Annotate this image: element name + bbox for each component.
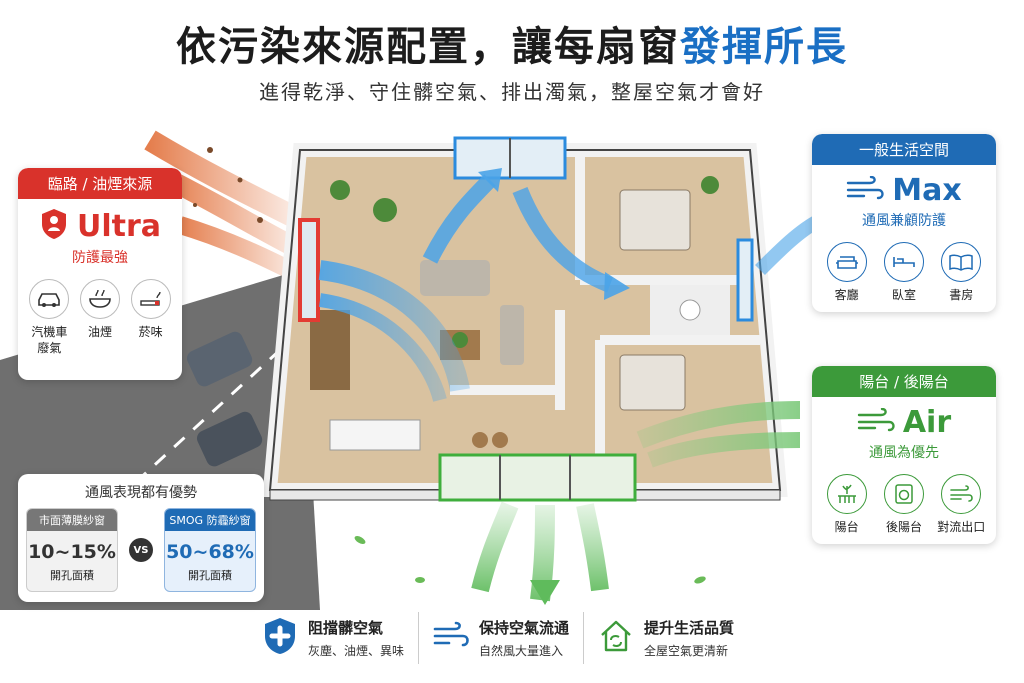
ultra-item-label: 汽機車 廢氣 [31,325,68,355]
comparison-standard-value: 10~15% [28,541,116,563]
ultra-card-heading: 臨路 / 油煙來源 [18,168,182,199]
air-window [438,453,637,502]
ultra-card: 臨路 / 油煙來源 Ultra 防護最強 汽機車 廢氣 油煙 菸味 [18,168,182,380]
vs-badge: VS [129,538,153,562]
comparison-standard: 市面薄膜紗窗 10~15% 開孔面積 [26,508,118,592]
pollution-wind [144,130,305,230]
ultra-item-car: 汽機車 廢氣 [24,279,75,356]
max-item-bedroom: 臥室 [876,242,932,304]
sofa-icon [826,242,867,282]
title-accent: 發揮所長 [680,24,848,70]
max-description: 通風兼顧防護 [862,213,946,229]
ultra-item-smoke: 菸味 [125,279,176,356]
air-card-heading: 陽台 / 後陽台 [812,366,996,397]
balcony-plant-icon [826,474,867,514]
wind-icon [857,407,895,438]
book-icon [941,242,982,282]
clean-air-flow [318,260,470,392]
air-description: 通風為優先 [869,445,939,461]
bed-main [619,189,691,251]
page-subtitle: 進得乾淨、守住髒空氣、排出濁氣，整屋空氣才會好 [259,80,765,104]
air-item-outlet: 對流出口 [933,474,989,536]
max-window-right [736,238,754,322]
air-item-label: 陽台 [834,520,859,534]
green-air-flow [636,401,801,449]
ultra-description: 防護最強 [72,250,128,266]
comparison-standard-heading: 市面薄膜紗窗 [27,509,117,531]
air-item-label: 對流出口 [937,520,986,534]
feature-title: 阻擋髒空氣 [308,619,384,637]
comparison-title: 通風表現都有優勢 [85,485,197,501]
max-card-heading: 一般生活空間 [812,134,996,165]
wind-flow-icon [433,621,469,655]
bed-second [619,354,686,411]
cigarette-icon [130,279,171,319]
comparison-smog-heading: SMOG 防霾紗窗 [165,509,255,531]
comparison-card: 通風表現都有優勢 市面薄膜紗窗 10~15% 開孔面積 VS SMOG 防霾紗窗… [18,474,264,602]
comparison-smog: SMOG 防霾紗窗 50~68% 開孔面積 [164,508,256,592]
max-card: 一般生活空間 Max 通風兼顧防護 客廳 臥室 書房 [812,134,996,312]
feature-block-quality: 提升生活品質 全屋空氣更清新 [583,612,748,664]
shield-icon [262,616,298,660]
air-label: Air [902,405,952,440]
house-refresh-icon [598,618,634,658]
max-item-study: 書房 [933,242,989,304]
air-item-label: 後陽台 [885,520,922,534]
ultra-label: Ultra [76,208,162,244]
comparison-standard-sub: 開孔面積 [50,569,94,582]
ultra-item-oil: 油煙 [75,279,126,356]
max-item-label: 臥室 [891,288,916,302]
comparison-smog-value: 50~68% [166,541,254,563]
max-item-living: 客廳 [819,242,875,304]
comparison-smog-sub: 開孔面積 [188,569,232,582]
washing-machine-icon [883,474,924,514]
shield-person-icon [39,207,69,245]
air-item-balcony: 陽台 [819,474,875,536]
feature-block-airflow: 保持空氣流通 自然風大量進入 [418,612,583,664]
air-item-back-balcony: 後陽台 [876,474,932,536]
wind-icon [941,474,982,514]
cooking-pot-icon [80,279,120,319]
max-label: Max [892,173,962,208]
ultra-item-label: 油煙 [88,325,113,339]
feature-strip: 阻擋髒空氣 灰塵、油煙、異味 保持空氣流通 自然風大量進入 提升生活品質 全屋空… [248,608,808,668]
ultra-window [298,218,320,322]
feature-sub: 全屋空氣更清新 [644,644,729,658]
feature-sub: 灰塵、油煙、異味 [308,644,405,658]
wind-icon [846,175,884,206]
feature-title: 提升生活品質 [644,619,735,637]
page-title: 依污染來源配置，讓每扇窗發揮所長 [0,14,1024,72]
sofa [420,260,490,296]
feature-title: 保持空氣流通 [479,619,570,637]
car [186,331,253,387]
max-item-label: 書房 [949,288,974,302]
feature-sub: 自然風大量進入 [479,644,564,658]
ultra-item-label: 菸味 [138,325,163,339]
air-card: 陽台 / 後陽台 Air 通風為優先 陽台 後陽台 對流出口 [812,366,996,544]
title-main: 依污染來源配置，讓每扇窗 [176,24,680,70]
bed-icon [883,242,924,282]
max-item-label: 客廳 [834,288,859,302]
feature-block-dirty-air: 阻擋髒空氣 灰塵、油煙、異味 [248,612,418,664]
car-icon [29,279,70,319]
